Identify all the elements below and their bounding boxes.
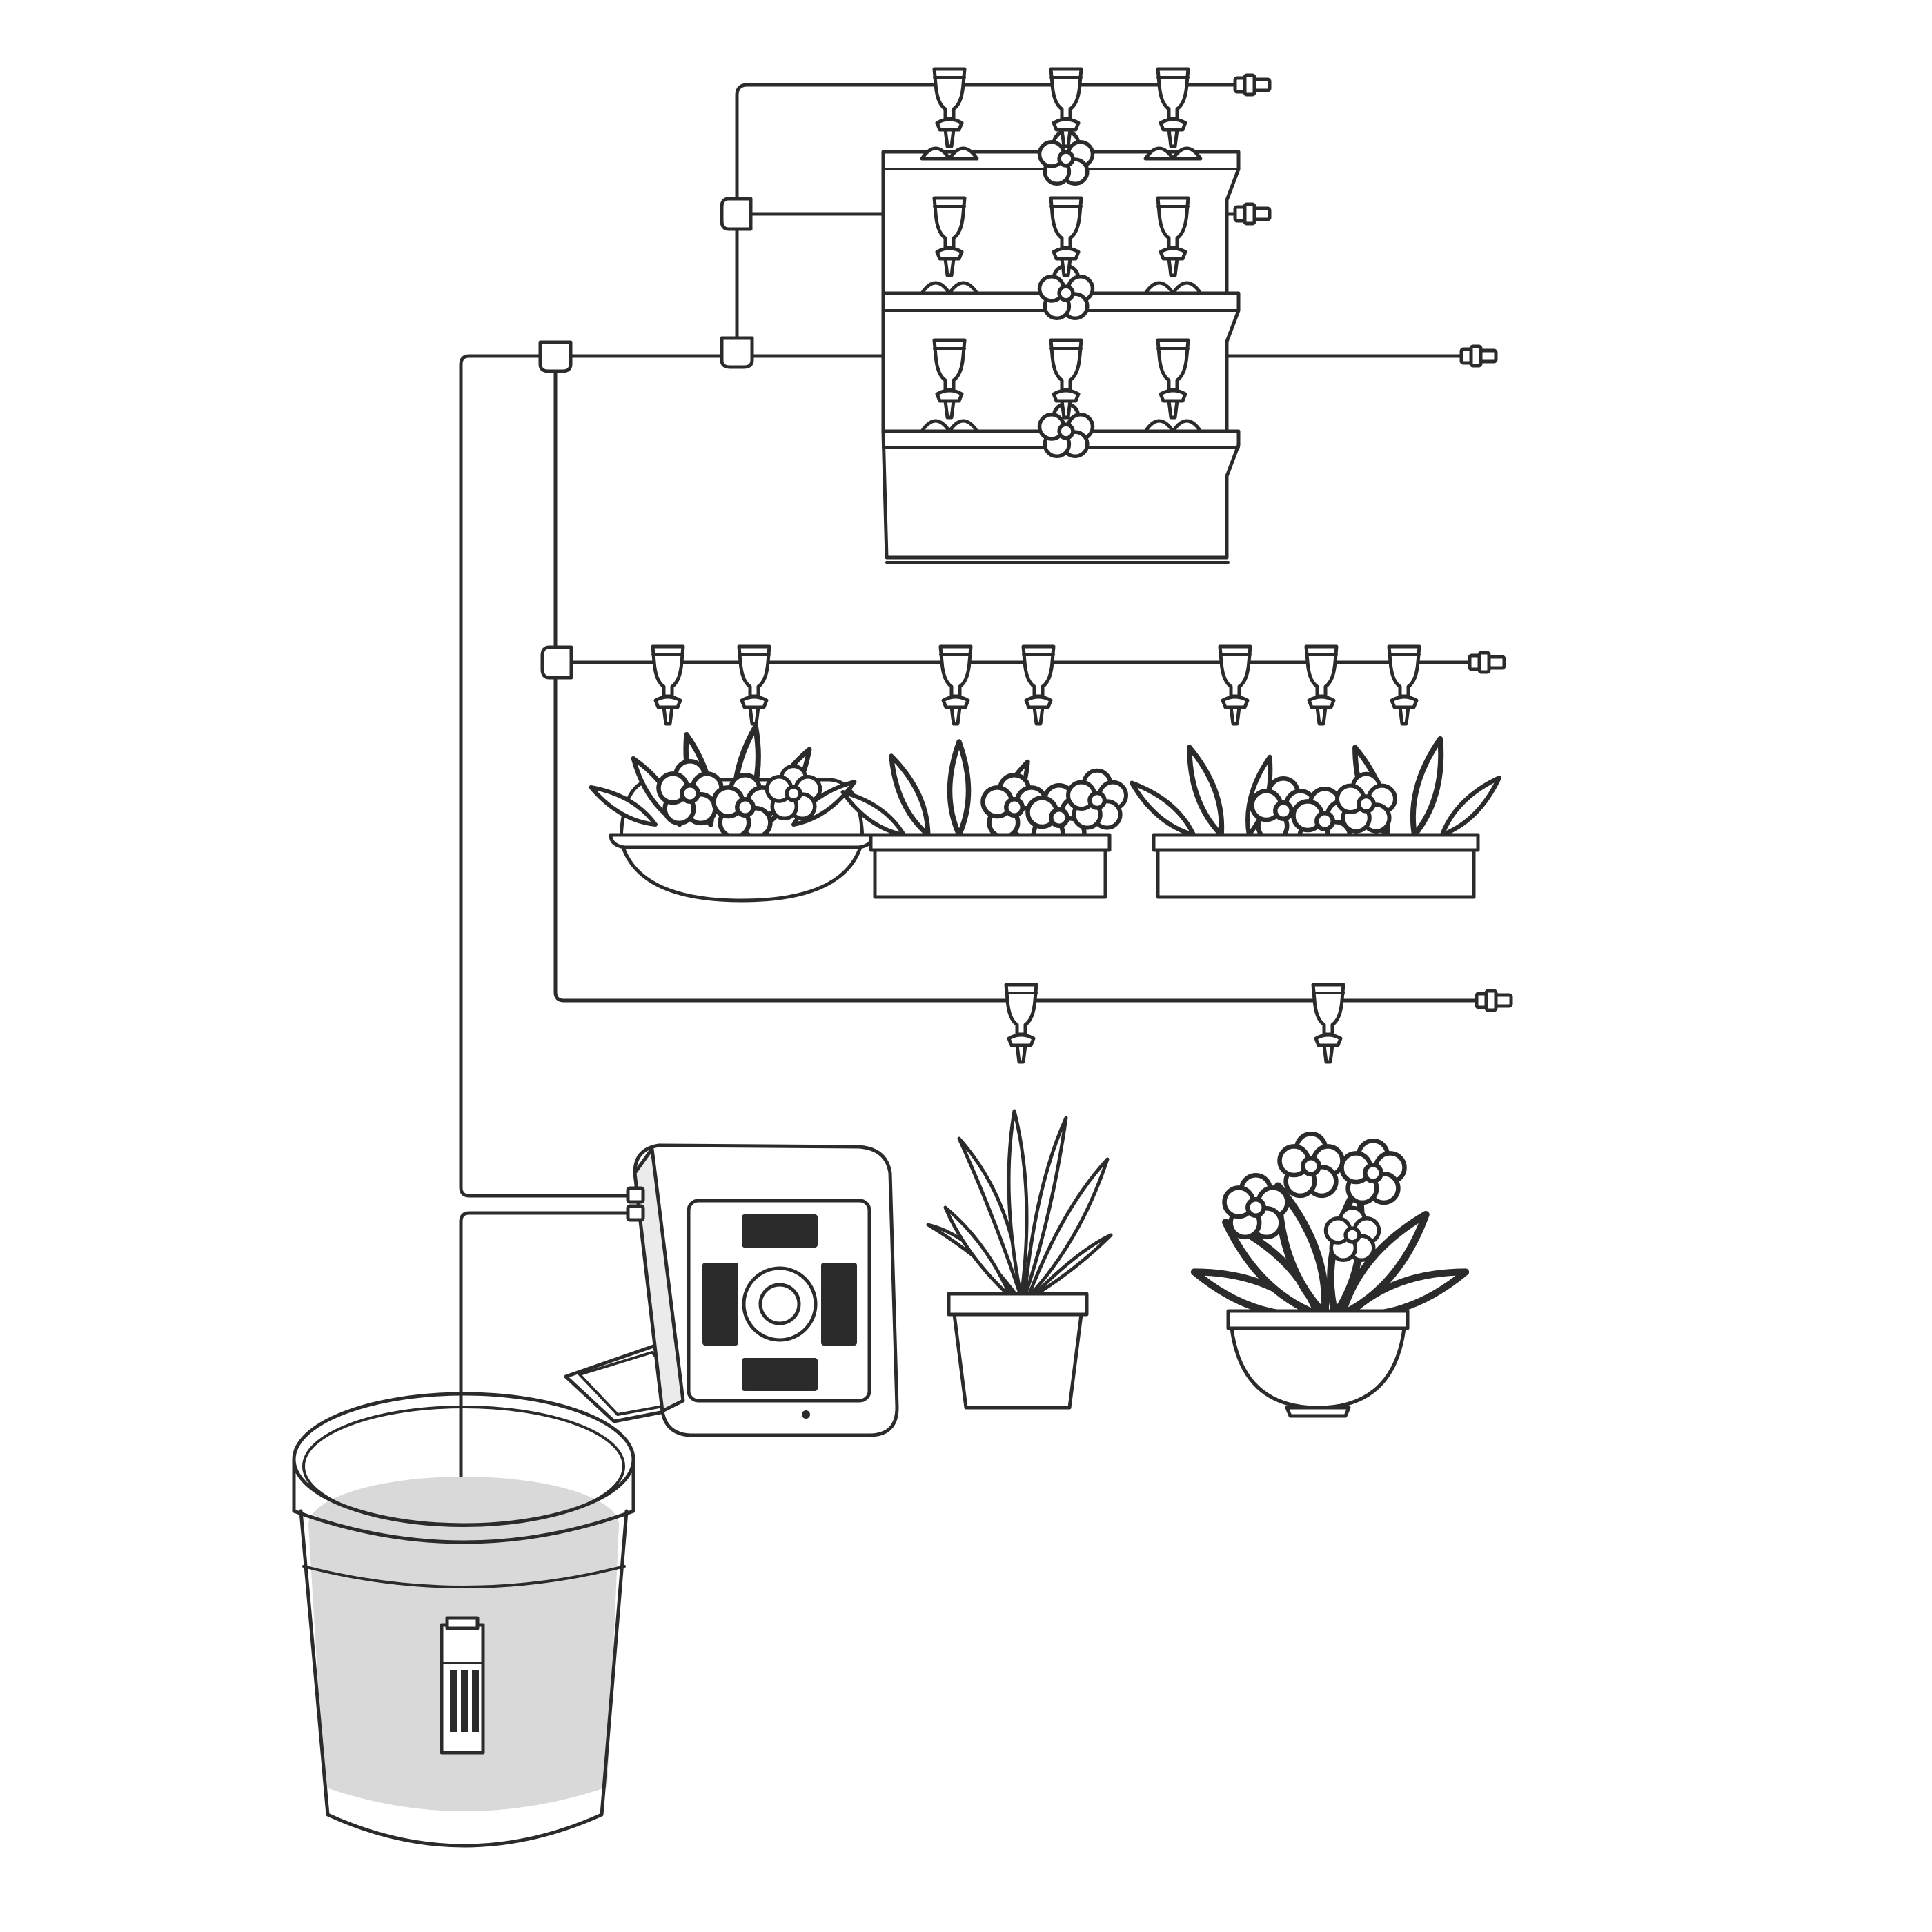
tee-connector-upper	[722, 338, 752, 367]
tee-connector-main	[540, 342, 571, 371]
panel-right-button	[821, 1263, 857, 1346]
end-plug	[1477, 991, 1511, 1010]
tee-connector-tier2	[542, 647, 571, 678]
tee-connector-middle	[722, 199, 751, 229]
bucket-reservoir	[292, 1392, 635, 1848]
small-planter-box	[838, 742, 1126, 899]
submersible-pump	[440, 1616, 485, 1755]
long-planter-box	[1127, 736, 1505, 899]
stacked-planter	[881, 69, 1496, 564]
middle-tier	[587, 647, 1505, 903]
tier-plants	[920, 131, 1203, 456]
end-plug	[1235, 75, 1270, 95]
irrigation-controller	[564, 1143, 899, 1437]
bowl-flowering-plant	[1190, 1134, 1470, 1418]
connectors	[540, 199, 752, 678]
status-led-icon	[802, 1410, 810, 1419]
round-bowl-planter	[587, 725, 875, 903]
end-plug	[1470, 653, 1504, 672]
dripper-row-middle	[653, 647, 1504, 724]
pot-spiky-plant	[926, 1109, 1113, 1410]
lower-tier	[926, 985, 1511, 1418]
panel-top-button	[742, 1214, 818, 1248]
panel-bottom-button	[742, 1358, 818, 1391]
end-plug	[1235, 204, 1270, 224]
end-plug	[1461, 346, 1496, 366]
dripper-row-1	[934, 69, 1270, 146]
panel-left-button	[702, 1263, 738, 1346]
